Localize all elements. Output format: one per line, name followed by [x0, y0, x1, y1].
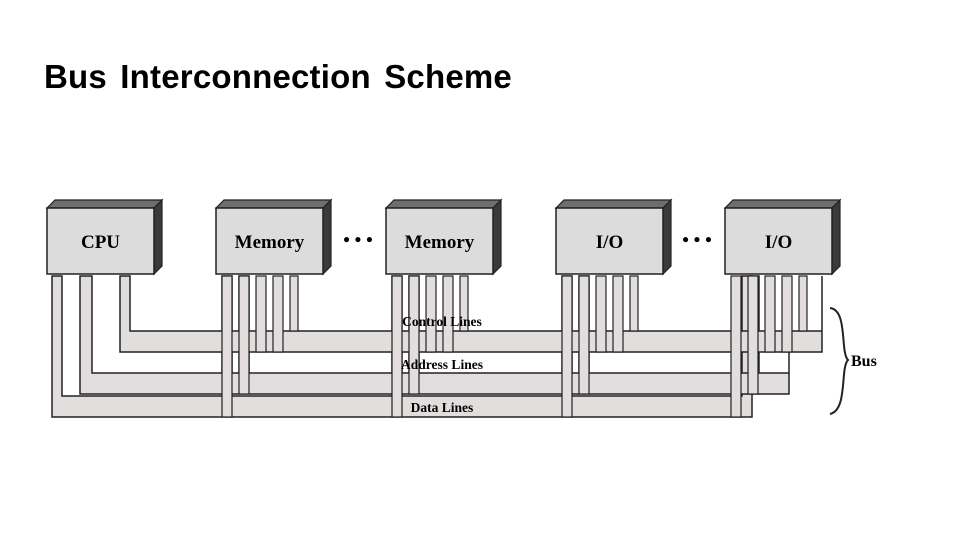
bus-label: Bus	[851, 353, 877, 370]
module-bus-connector	[459, 275, 469, 332]
module-front-face	[724, 207, 833, 275]
module-label: I/O	[596, 232, 623, 253]
module-bus-connector	[798, 275, 808, 332]
module-bus-connector	[612, 275, 624, 353]
module-bus-connector	[561, 275, 573, 418]
module-label: Memory	[405, 232, 475, 253]
module-front-face	[385, 207, 494, 275]
module-top-face	[384, 199, 503, 209]
address-lines-label: Address Lines	[401, 357, 483, 372]
module-bus-connector	[764, 275, 776, 353]
module-label: Memory	[235, 232, 305, 253]
bus-drop-lines	[221, 275, 808, 418]
bus-brace	[829, 307, 850, 415]
module-bus-connector	[595, 275, 607, 353]
module-front-face	[555, 207, 664, 275]
control-lines-label: Control Lines	[402, 314, 482, 329]
module-label: I/O	[765, 232, 792, 253]
data-lines-label: Data Lines	[411, 400, 474, 415]
module-top-face	[214, 199, 333, 209]
module-label: CPU	[81, 232, 120, 253]
module-side-face	[831, 198, 841, 276]
module-side-face	[662, 198, 672, 276]
module-bus-connector	[408, 275, 420, 395]
module-side-face	[153, 198, 163, 276]
bus-lines-layer	[51, 275, 823, 418]
module-cpu: CPU	[45, 198, 164, 276]
module-bus-connector	[425, 275, 437, 353]
module-io-1: I/O	[554, 198, 673, 276]
module-front-face	[46, 207, 155, 275]
module-top-face	[723, 199, 842, 209]
module-front-face	[215, 207, 324, 275]
module-top-face	[45, 199, 164, 209]
module-bus-connector	[255, 275, 267, 353]
module-top-face	[554, 199, 673, 209]
control-lines-bus	[119, 275, 823, 353]
module-bus-connector	[578, 275, 590, 395]
module-side-face	[492, 198, 502, 276]
slide-title: Bus Interconnection Scheme	[44, 58, 512, 95]
ellipsis-between-memory: • • •	[343, 230, 372, 251]
module-bus-connector	[442, 275, 454, 353]
module-bus-connector	[289, 275, 299, 332]
module-bus-connector	[221, 275, 233, 418]
ellipsis-between-io: • • •	[682, 230, 711, 251]
module-side-face	[322, 198, 332, 276]
module-io-2: I/O	[723, 198, 842, 276]
module-bus-connector	[747, 275, 759, 395]
module-memory-2: Memory	[384, 198, 503, 276]
module-bus-connector	[781, 275, 793, 353]
modules-layer: CPU Memory Memory I/O I/O	[45, 198, 842, 276]
module-memory-1: Memory	[214, 198, 333, 276]
module-bus-connector	[238, 275, 250, 395]
module-bus-connector	[730, 275, 742, 418]
module-bus-connector	[272, 275, 284, 353]
module-bus-connector	[629, 275, 639, 332]
module-bus-connector	[391, 275, 403, 418]
